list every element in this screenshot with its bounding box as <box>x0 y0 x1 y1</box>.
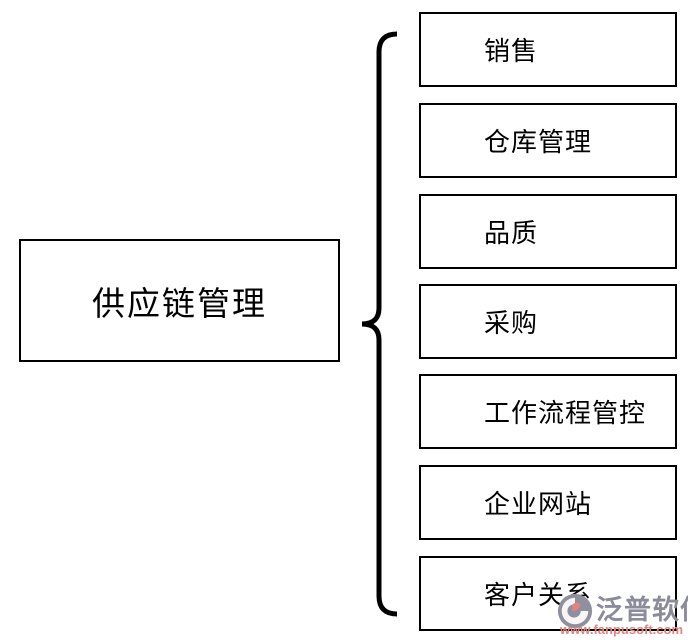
branch-node-label: 采购 <box>484 308 539 338</box>
branch-node-label: 销售 <box>484 36 539 66</box>
branch-node-label: 仓库管理 <box>484 127 593 157</box>
branch-node-label: 工作流程管控 <box>484 398 647 428</box>
branch-node-quality: 品质 <box>419 194 677 269</box>
branch-node-procurement: 采购 <box>419 284 677 359</box>
root-node-supply-chain: 供应链管理 <box>19 239 340 362</box>
root-node-label: 供应链管理 <box>92 284 267 322</box>
branch-node-workflow: 工作流程管控 <box>419 374 677 449</box>
branch-node-website: 企业网站 <box>419 465 677 540</box>
branch-node-label: 品质 <box>484 218 539 248</box>
branch-node-crm: 客户关系 <box>419 556 677 631</box>
brace-connector <box>361 31 398 617</box>
branch-node-label: 客户关系 <box>484 580 593 610</box>
branch-node-sales: 销售 <box>419 12 677 87</box>
branch-node-label: 企业网站 <box>484 489 593 519</box>
branch-node-warehouse: 仓库管理 <box>419 103 677 178</box>
